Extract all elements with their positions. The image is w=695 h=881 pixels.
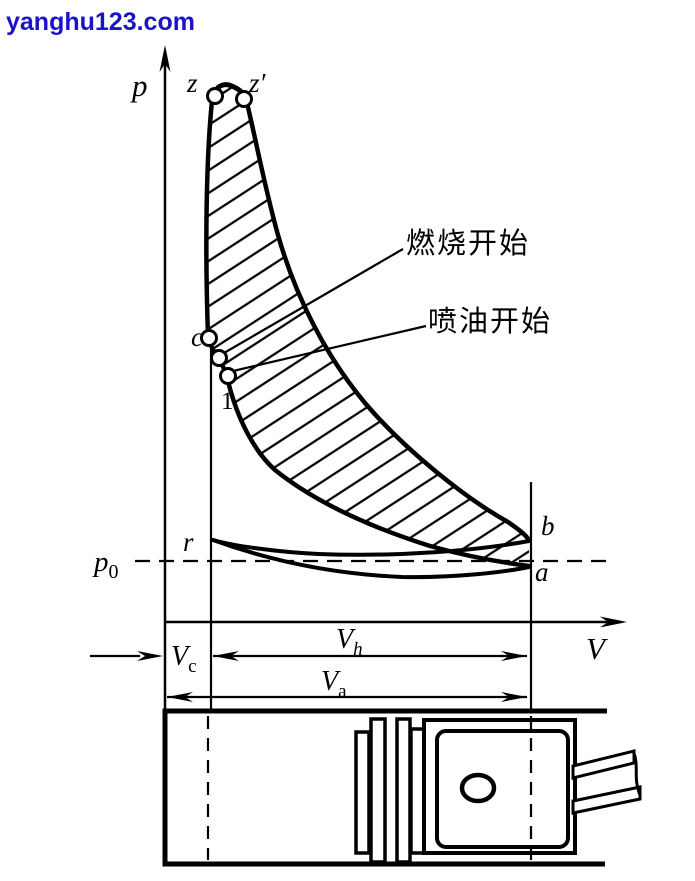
- point-c-marker: [200, 329, 218, 347]
- piston-crown-inner: [435, 729, 570, 849]
- vc-dimension-label: Vc: [171, 641, 197, 677]
- injection-start-marker: [219, 367, 237, 385]
- pressure-axis-arrowhead: [159, 45, 171, 72]
- point-z-marker: [206, 87, 224, 105]
- connecting-rod-upper-flange: [571, 749, 636, 780]
- va-right-arrowhead: [501, 692, 527, 702]
- point-b-label: b: [541, 511, 555, 541]
- va-dimension-label: Va: [321, 666, 347, 702]
- watermark-text: yanghu123.com: [6, 8, 195, 36]
- combustion-leader-line: [223, 248, 404, 354]
- point-z-prime-marker: [235, 90, 253, 108]
- p0-label: p0: [92, 546, 119, 583]
- cylinder-body: [162, 708, 607, 867]
- piston-ring-2: [369, 717, 387, 864]
- connecting-rod-break-edge: [632, 752, 642, 796]
- piston-ring-3: [395, 717, 412, 864]
- point-z-label: z: [186, 68, 198, 98]
- connecting-rod-lower-flange: [571, 785, 642, 815]
- exhaust-curve: [211, 538, 531, 557]
- compression-curve: [204, 98, 532, 569]
- point-r-label: r: [183, 527, 194, 557]
- vh-dimension-label: Vh: [336, 624, 363, 660]
- combustion-start-marker: [210, 349, 228, 367]
- point-c-label: c: [191, 322, 203, 352]
- combustion-start-label: 燃烧开始: [406, 227, 530, 260]
- expansion-curve: [243, 96, 532, 543]
- hatched-work-area: [206, 84, 529, 566]
- volume-axis-arrowhead: [600, 616, 627, 628]
- point-1-label: 1: [221, 388, 234, 415]
- wrist-pin: [459, 772, 497, 804]
- point-z-prime-label: z′: [248, 68, 267, 98]
- point-a-label: a: [535, 557, 549, 587]
- injection-leader-line: [232, 324, 427, 373]
- injection-start-label: 喷油开始: [428, 305, 552, 338]
- pressure-axis-label: p: [130, 68, 148, 103]
- vh-right-arrowhead: [501, 651, 527, 661]
- va-left-arrowhead: [167, 692, 193, 702]
- volume-axis-label: V: [586, 631, 608, 666]
- vc-arrowhead: [137, 651, 163, 661]
- vh-left-arrowhead: [213, 651, 239, 661]
- piston-ring-1: [354, 730, 371, 855]
- intake-curve: [211, 538, 531, 580]
